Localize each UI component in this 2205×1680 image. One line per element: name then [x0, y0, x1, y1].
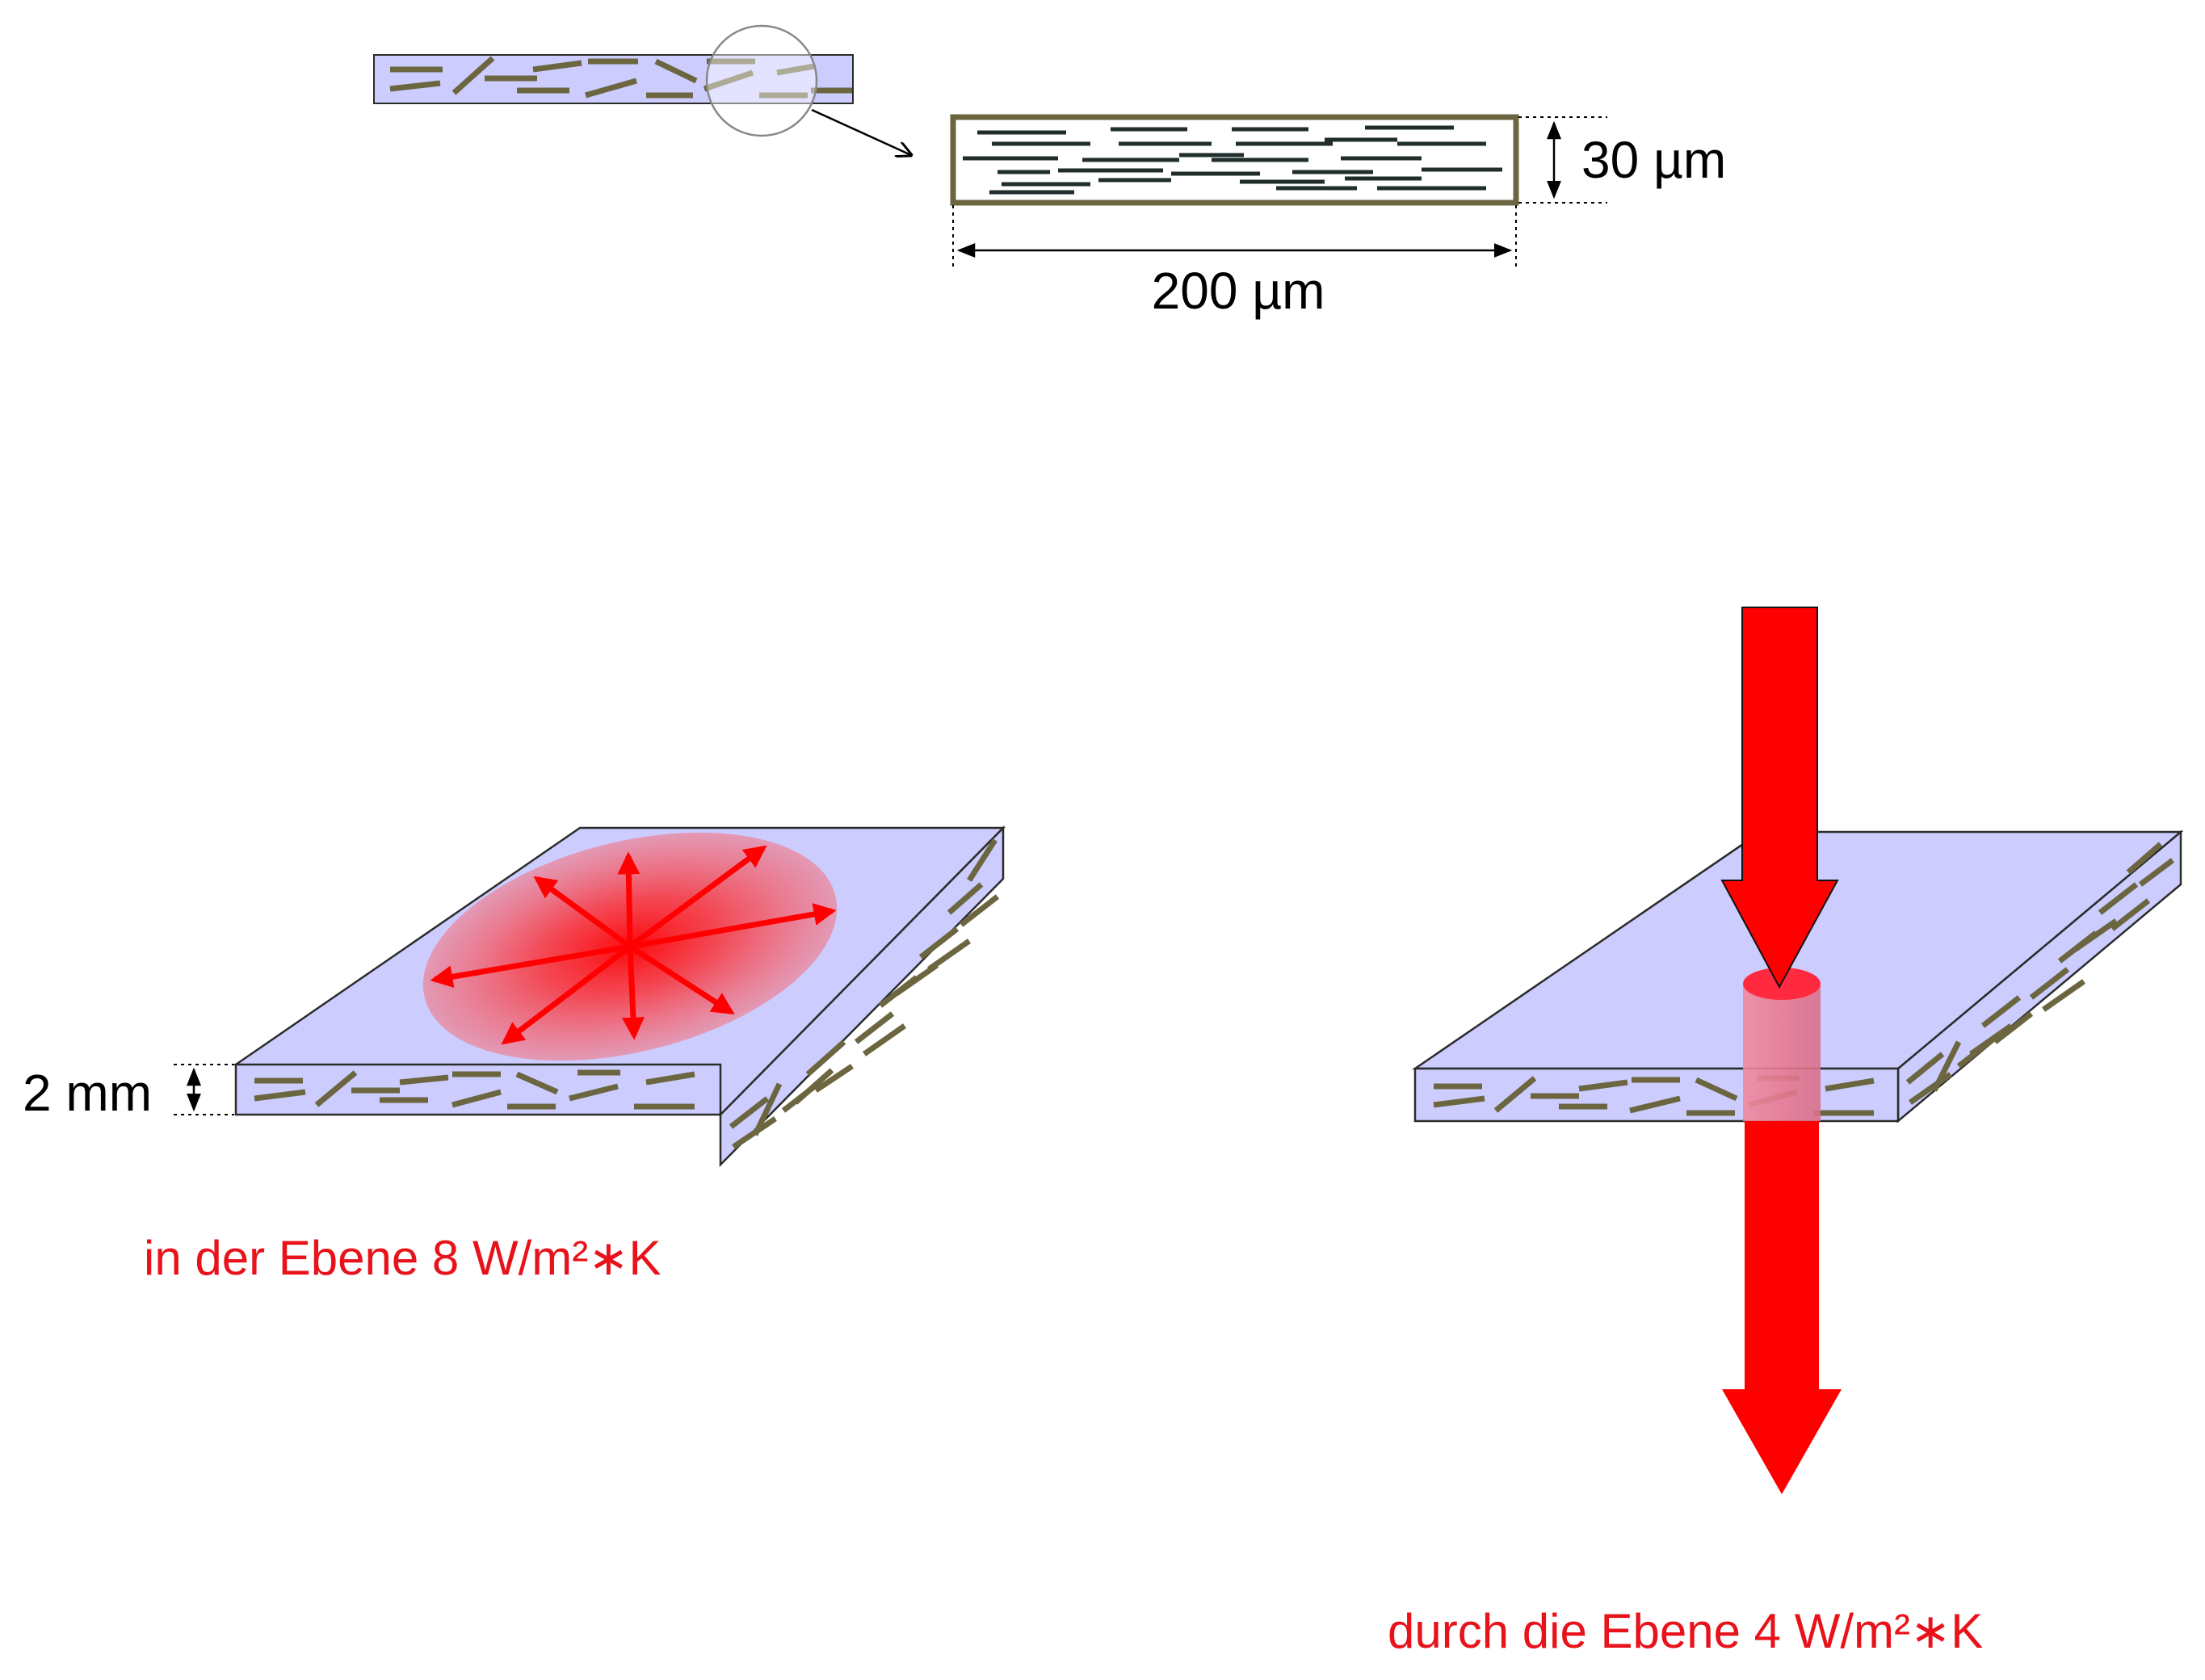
width-dimension-film: 200 µm	[952, 205, 1517, 320]
zoom-arrow	[811, 108, 911, 155]
heat-arrow-down-exit	[1722, 1121, 1842, 1494]
film-thickness-label: 30 µm	[1581, 131, 1726, 189]
magnifier-circle	[705, 24, 818, 137]
thickness-dimension-film: 30 µm	[1518, 116, 1726, 204]
heat-channel-cylinder	[1743, 984, 1821, 1121]
in-plane-label: in der Ebene 8 W/m²∗K	[144, 1231, 662, 1285]
plate-thickness-label: 2 mm	[23, 1064, 152, 1122]
film-width-label: 200 µm	[1152, 262, 1325, 320]
film-cross-section	[950, 114, 1519, 206]
film-strip	[373, 24, 854, 137]
through-plane-label: durch die Ebene 4 W/m²∗K	[1388, 1604, 1983, 1658]
thickness-dimension-plate: 2 mm	[23, 1064, 234, 1122]
in-plane-heat-arrows	[430, 845, 837, 1045]
heat-arrow-down-enter	[1720, 607, 1839, 989]
through-plane-heat-flow	[1720, 607, 1842, 1494]
plate-in-plane	[233, 825, 1006, 1168]
